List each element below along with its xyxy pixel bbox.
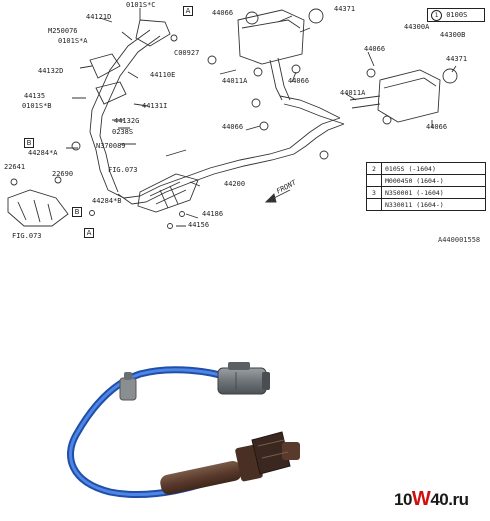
- part-label: 44300A: [404, 23, 430, 31]
- part-label: 44110E: [150, 71, 176, 79]
- legend-row: 2 0105S (-1604): [367, 163, 485, 175]
- part-label: 0101S*A: [58, 37, 88, 45]
- legend-text: 0100S: [446, 11, 468, 19]
- part-label: 44156: [188, 221, 210, 229]
- legend-mark: 2: [367, 163, 382, 174]
- ref-box-b: B: [72, 207, 82, 217]
- product-photo: [0, 260, 490, 517]
- part-label: C00927: [174, 49, 200, 57]
- part-label: 44284*B: [92, 197, 122, 205]
- part-label: N370089: [96, 142, 126, 150]
- part-label: 44135: [24, 92, 46, 100]
- part-label: 44066: [222, 123, 244, 131]
- diagram-code: A440001558: [438, 236, 481, 244]
- part-label: 44132D: [38, 67, 64, 75]
- part-label: 44011A: [222, 77, 248, 85]
- wire-grommet: [119, 372, 137, 401]
- part-label: 22690: [52, 170, 74, 178]
- part-label: 44066: [288, 77, 310, 85]
- legend-mark: [367, 199, 382, 210]
- legend-text: 0105S (-1604): [385, 164, 436, 173]
- legend-row: N330011 (1604-): [367, 199, 485, 210]
- legend-text: N330011 (1604-): [385, 200, 444, 209]
- legend-row: M000450 (1604-): [367, 175, 485, 187]
- legend-text: N350001 (-1604): [385, 188, 444, 197]
- legend-note: 1 0100S: [427, 8, 485, 22]
- part-label: 44186: [202, 210, 224, 218]
- part-label: 0238S: [112, 128, 134, 136]
- watermark-part: .ru: [448, 490, 469, 509]
- part-label: 44371: [446, 55, 468, 63]
- part-label: 44300B: [440, 31, 466, 39]
- legend-text: M000450 (1604-): [385, 176, 444, 185]
- part-label: FIG.073: [12, 232, 42, 240]
- part-label: 44132G: [114, 117, 140, 125]
- ref-box-a: A: [84, 228, 94, 238]
- part-label: 22641: [4, 163, 26, 171]
- part-label: M250076: [48, 27, 78, 35]
- watermark-part: 10: [394, 490, 412, 509]
- part-label: 44284*A: [28, 149, 58, 157]
- legend-mark: 1: [431, 9, 442, 21]
- part-label: 44200: [224, 180, 246, 188]
- legend-mark: [367, 175, 382, 186]
- part-label: 0101S*C: [126, 1, 156, 9]
- site-watermark: 10W40.ru: [394, 488, 469, 511]
- sensor-connector: [217, 362, 270, 395]
- legend-mark: 3: [367, 187, 382, 198]
- exhaust-line-drawing: [7, 8, 458, 229]
- ref-box-b: B: [24, 138, 34, 148]
- legend-table: 2 0105S (-1604) M000450 (1604-) 3 N35000…: [366, 162, 486, 211]
- part-label: 44066: [426, 123, 448, 131]
- parts-diagram: 0101S*C 44121D M250076 0101S*A C00927 44…: [0, 0, 490, 260]
- part-label: 44371: [334, 5, 356, 13]
- sensor-body: [160, 431, 300, 495]
- part-label: FIG.073: [108, 166, 138, 174]
- watermark-part: 40: [430, 490, 449, 509]
- part-label: 44011A: [340, 89, 366, 97]
- part-label: 44066: [364, 45, 386, 53]
- part-label: 0101S*B: [22, 102, 52, 110]
- ref-box-a: A: [183, 6, 193, 16]
- part-label: 44131I: [142, 102, 168, 110]
- legend-row: 3 N350001 (-1604): [367, 187, 485, 199]
- part-label: 44121D: [86, 13, 112, 21]
- part-label: 44066: [212, 9, 234, 17]
- watermark-part: W: [411, 488, 431, 510]
- oxygen-sensor-image: [67, 362, 300, 498]
